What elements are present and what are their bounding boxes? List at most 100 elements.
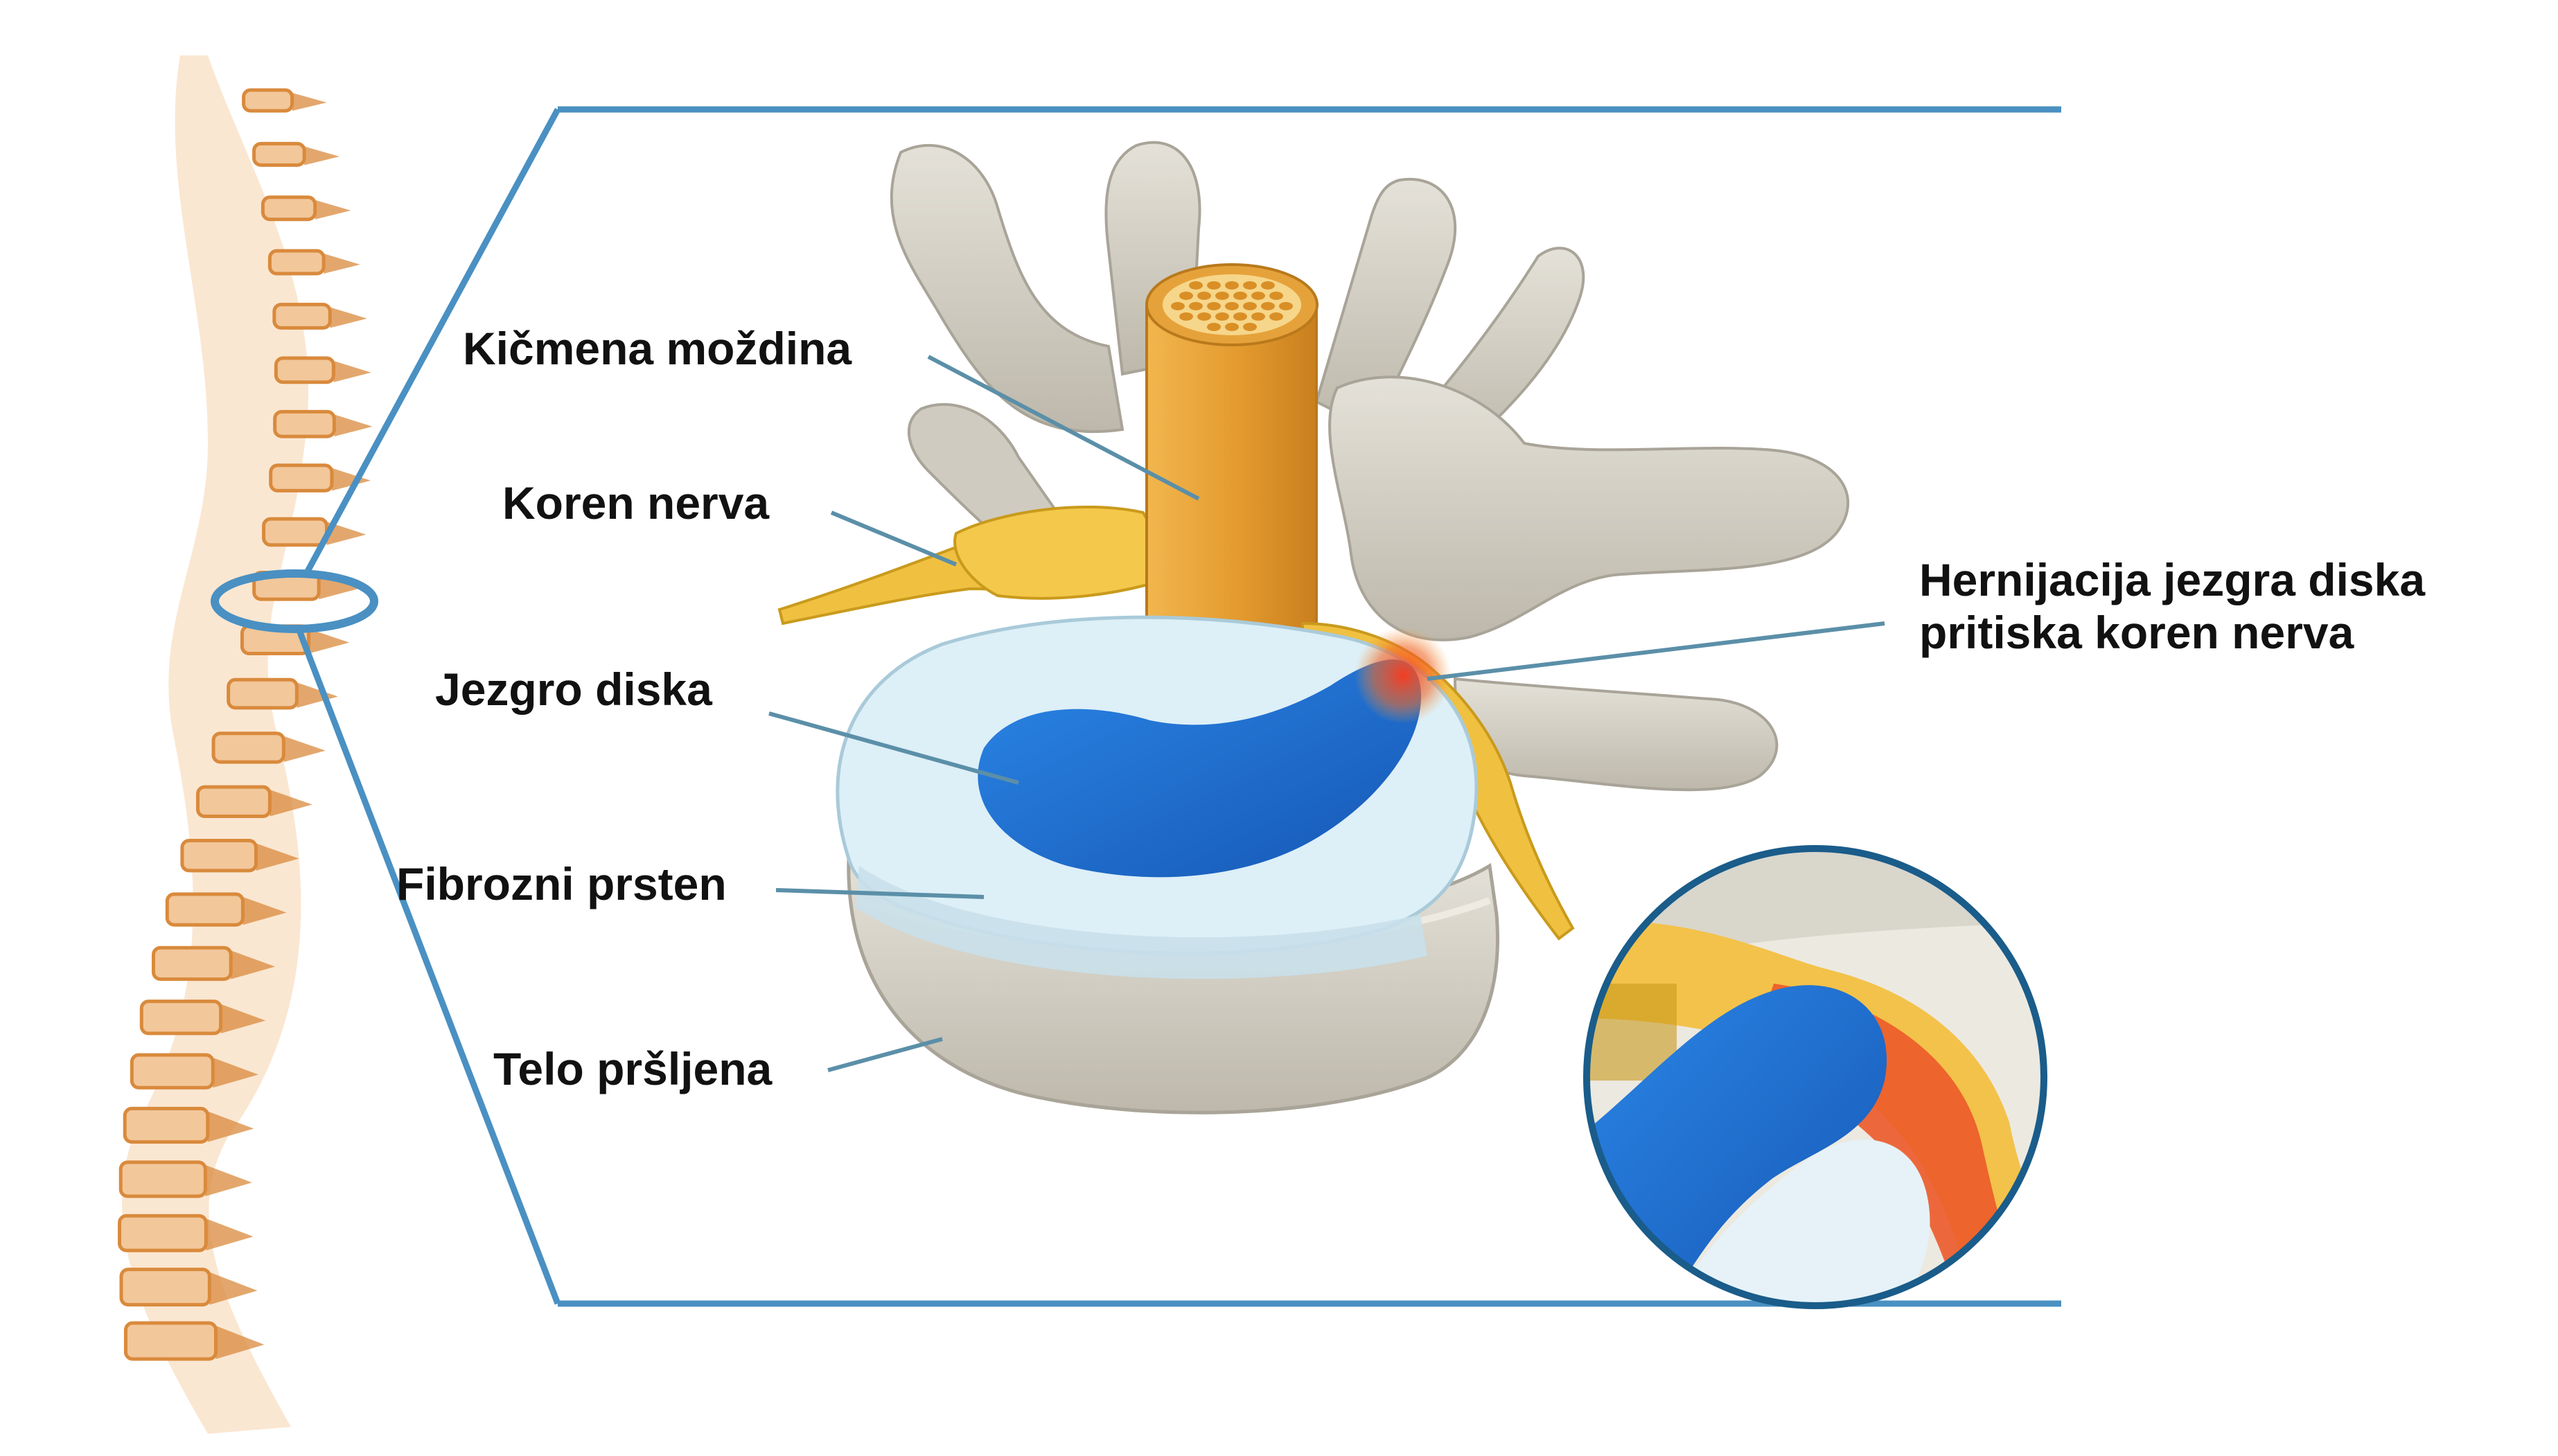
spine-process (304, 146, 340, 166)
spine-process (231, 950, 276, 979)
spine-process (326, 522, 367, 545)
label-disc-nucleus: Jezgro diska (435, 664, 712, 715)
spine-vertebrae (117, 88, 373, 1361)
label-nerve-root: Koren nerva (502, 477, 770, 529)
leader-lines (768, 355, 1885, 1072)
label-vertebral-body: Telo pršljena (493, 1043, 773, 1094)
cord-fiber (1261, 302, 1275, 310)
label-spinal-cord: Kičmena moždina (463, 323, 852, 374)
spine-vertebra (211, 731, 285, 764)
spine-vertebra (274, 356, 335, 384)
label-herniation-line2: pritiska koren nerva (1919, 606, 2354, 658)
inset-nucleus (1587, 985, 1887, 1306)
cord-fiber (1225, 281, 1239, 290)
cord-fiber (1207, 281, 1221, 290)
spine-process (324, 254, 360, 274)
cord-fiber (1225, 323, 1239, 331)
cord-fiber (1189, 302, 1203, 310)
leader-disc-nucleus (768, 711, 1019, 785)
cord-fiber (1207, 323, 1221, 331)
cord-fiber (1269, 292, 1283, 300)
spine-process (220, 1004, 266, 1033)
spine-vertebra (151, 945, 233, 982)
leader-vertebral-body (827, 1037, 943, 1072)
spine-process (270, 790, 312, 817)
magnified-inset (1583, 845, 2047, 1309)
spine-process (308, 628, 350, 654)
spine-process (205, 1164, 252, 1196)
spine-vertebra (123, 1106, 210, 1144)
leader-nerve-root (830, 511, 958, 567)
spine-vertebra (273, 409, 336, 438)
cord-fiber (1197, 292, 1211, 300)
cord-fiber (1233, 312, 1247, 321)
spine-process (334, 414, 373, 437)
spinal-cord-fibers (1171, 281, 1293, 331)
cord-fiber (1197, 312, 1211, 321)
cord-fiber (1269, 312, 1283, 321)
spine-vertebra (117, 1214, 208, 1252)
spine-process (297, 682, 338, 708)
label-herniation-line1: Hernijacija jezgra diska (1919, 554, 2426, 605)
cord-fiber (1215, 312, 1229, 321)
spine-vertebra (252, 141, 306, 167)
label-herniation: Hernijacija jezgra diska pritiska koren … (1919, 554, 2425, 659)
spine-process (207, 1111, 254, 1142)
highlight-ring (211, 569, 378, 633)
spine-vertebra (195, 785, 272, 819)
cord-fiber (1279, 302, 1293, 310)
cord-fiber (1251, 292, 1265, 300)
spine-vertebra (165, 892, 245, 927)
cord-fiber (1179, 312, 1193, 321)
nerve-root-left (777, 505, 1180, 625)
spine-vertebra (269, 463, 334, 492)
leader-herniation (1427, 621, 1885, 681)
spine-vertebra (180, 838, 258, 873)
cord-fiber (1179, 292, 1193, 300)
spine-process (256, 843, 299, 871)
leader-spinal-cord (927, 355, 1200, 501)
spine-process (206, 1218, 254, 1251)
spine-process (215, 1326, 265, 1359)
spine-process (331, 468, 371, 491)
cord-fiber (1233, 292, 1247, 300)
cord-fiber (1261, 281, 1275, 290)
spine-vertebra (261, 195, 317, 222)
inflammation-spot (1355, 627, 1452, 724)
spine-vertebra (262, 517, 328, 547)
vertebra-posterior-elements (890, 141, 1849, 792)
spine-process (292, 93, 327, 111)
spine-vertebra (242, 88, 294, 113)
spine-column (117, 55, 378, 1434)
cord-fiber (1171, 302, 1185, 310)
cord-fiber (1251, 312, 1265, 321)
spine-process (315, 199, 351, 220)
cord-fiber (1243, 323, 1257, 331)
label-annulus: Fibrozni prsten (396, 858, 727, 909)
spine-process (283, 736, 326, 763)
disc-nucleus-shape (978, 659, 1422, 878)
spine-vertebra (272, 303, 332, 330)
cord-fiber (1189, 281, 1203, 290)
spine-vertebra (118, 1160, 207, 1198)
cord-fiber (1243, 281, 1257, 290)
spine-process (319, 575, 359, 600)
spine-process (242, 896, 287, 925)
spine-vertebra (119, 1268, 211, 1307)
leader-annulus (775, 888, 985, 899)
spine-process (333, 360, 371, 382)
spinal-cord (1145, 263, 1318, 671)
spine-process (213, 1058, 258, 1088)
cord-fiber (1243, 302, 1257, 310)
spine-vertebra (227, 677, 299, 710)
cord-fiber (1225, 302, 1239, 310)
intervertebral-disc (836, 615, 1479, 979)
spine-vertebra (139, 1000, 223, 1036)
spine-vertebra (267, 249, 326, 276)
cord-fiber (1207, 302, 1221, 310)
spine-process (209, 1272, 258, 1305)
spine-process (330, 307, 367, 328)
spine-vertebra (123, 1321, 218, 1361)
